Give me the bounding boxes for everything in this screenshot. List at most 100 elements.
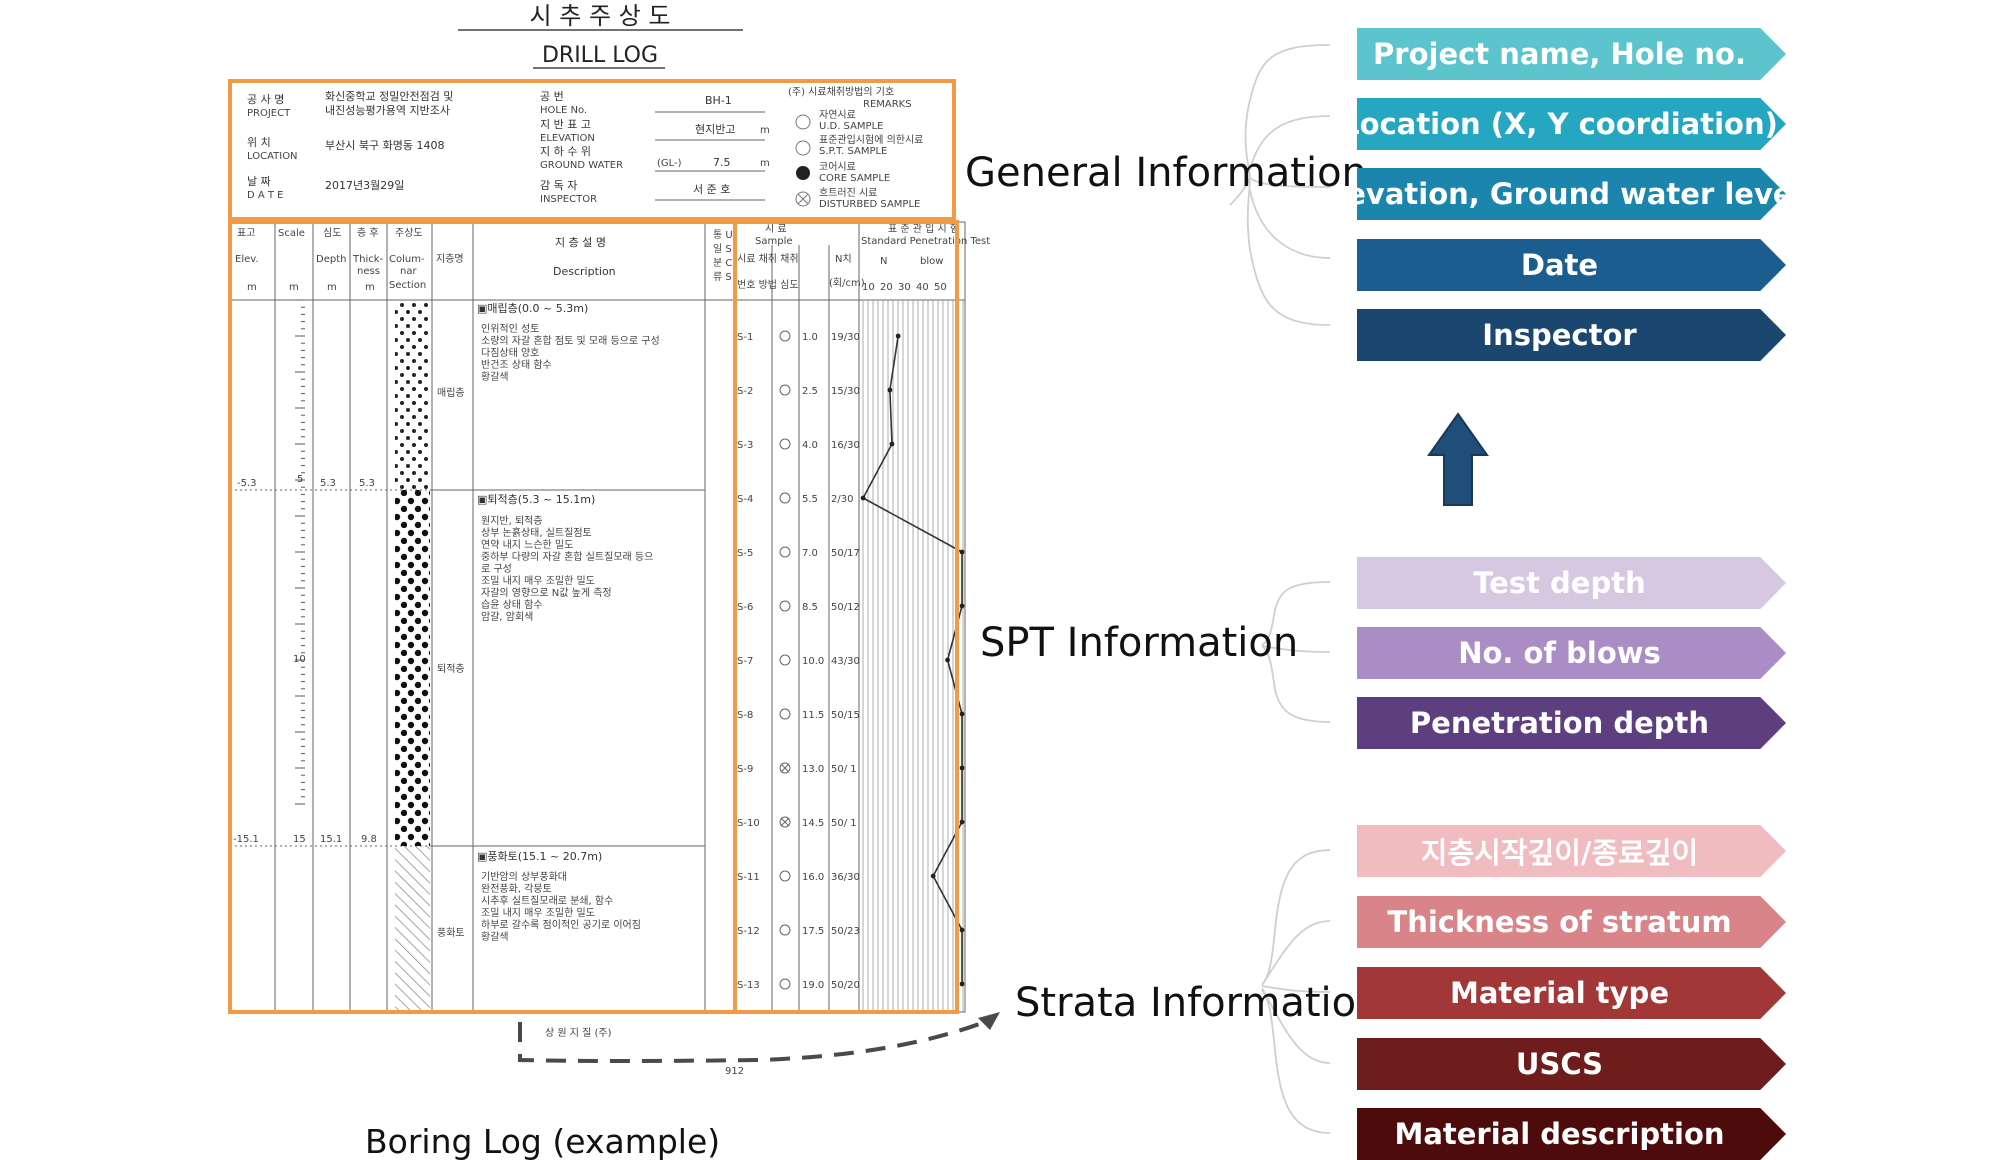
depth-scale-ruler (295, 299, 305, 805)
tag-material-type: Material type (1357, 967, 1786, 1019)
svg-text:조밀 내지 매우 조밀한 밀도: 조밀 내지 매우 조밀한 밀도 (481, 575, 595, 587)
stratum-3-name: 풍화토 (437, 927, 465, 939)
svg-text:통 U: 통 U (713, 229, 733, 241)
sample-n-value: 43/30 (831, 656, 860, 667)
sample-number: S-2 (737, 386, 753, 397)
svg-text:완전풍화, 각뭉토: 완전풍화, 각뭉토 (481, 883, 552, 895)
sample-depth: 16.0 (802, 872, 824, 883)
svg-text:m: m (760, 125, 770, 136)
svg-text:조밀 내지 매우 조밀한 밀도: 조밀 내지 매우 조밀한 밀도 (481, 907, 595, 919)
svg-text:표 준 관 입 시 험: 표 준 관 입 시 험 (888, 222, 959, 235)
svg-text:(GL-): (GL-) (657, 158, 682, 169)
svg-text:지 층 설 명: 지 층 설 명 (555, 236, 606, 249)
spt-point (930, 873, 936, 879)
sample-number: S-5 (737, 548, 753, 559)
sample-n-value: 16/30 (831, 440, 860, 451)
hole-value: BH-1 (705, 94, 732, 107)
spt-point (959, 711, 965, 717)
sample-number: S-12 (737, 926, 760, 937)
svg-text:Sample: Sample (755, 236, 793, 247)
svg-text:m: m (289, 282, 299, 293)
svg-text:m: m (365, 282, 375, 293)
svg-text:시료 채취 채취: 시료 채취 채취 (737, 253, 799, 265)
tag-test-depth: Test depth (1357, 557, 1786, 609)
svg-text:연약 내지 느슨한 밀도: 연약 내지 느슨한 밀도 (481, 539, 573, 551)
svg-text:류 S: 류 S (713, 271, 732, 283)
location-value: 부산시 북구 화명동 1408 (325, 139, 444, 152)
svg-text:감 독 자: 감 독 자 (540, 179, 577, 192)
spt-point (959, 819, 965, 825)
svg-text:Thick-: Thick- (352, 254, 384, 265)
svg-text:U.D. SAMPLE: U.D. SAMPLE (819, 121, 883, 132)
boring-log-sheet: 시 추 주 상 도 DRILL LOG 공 사 명 PROJECT 화신중학교 … (225, 0, 1000, 1095)
svg-text:m: m (760, 158, 770, 169)
svg-text:S.P.T. SAMPLE: S.P.T. SAMPLE (819, 146, 887, 157)
column-section-gravel (395, 490, 430, 846)
sample-method-icon (779, 546, 791, 558)
svg-text:상부 논흙상태, 실트질점토: 상부 논흙상태, 실트질점토 (481, 526, 592, 539)
svg-text:10: 10 (862, 282, 875, 293)
svg-text:INSPECTOR: INSPECTOR (540, 194, 597, 205)
svg-text:▣풍화토(15.1 ~ 20.7m): ▣풍화토(15.1 ~ 20.7m) (477, 850, 602, 863)
svg-text:Description: Description (553, 265, 616, 278)
sample-depth: 1.0 (802, 332, 818, 343)
sample-method-icon (779, 978, 791, 990)
svg-text:원지반, 퇴적층: 원지반, 퇴적층 (481, 515, 543, 527)
svg-text:(회/cm): (회/cm) (829, 277, 865, 289)
boring-log-caption: Boring Log (example) (365, 1122, 721, 1160)
svg-text:번호 방법 심도: 번호 방법 심도 (737, 279, 799, 291)
svg-text:황갈색: 황갈색 (481, 930, 509, 943)
tag-penetration-depth: Penetration depth (1357, 697, 1786, 749)
svg-text:blow: blow (920, 256, 943, 267)
spt-point (959, 927, 965, 933)
sample-method-icon (779, 438, 791, 450)
svg-text:m: m (247, 282, 257, 293)
sample-method-icon (779, 654, 791, 666)
sample-depth: 10.0 (802, 656, 824, 667)
sample-number: S-1 (737, 332, 753, 343)
svg-text:지 반 표 고: 지 반 표 고 (540, 118, 591, 131)
header-block: 공 사 명 PROJECT 화신중학교 정밀안전점검 및 내진성능평가용역 지반… (247, 86, 923, 210)
sample-depth: 17.5 (802, 926, 824, 937)
svg-text:중하부 다량의 자갈 혼합 실트질모래 등으: 중하부 다량의 자갈 혼합 실트질모래 등으 (481, 550, 653, 563)
stratum-2-elev: -15.1 (233, 834, 259, 845)
svg-text:Scale: Scale (278, 228, 305, 239)
up-arrow-icon (1427, 412, 1489, 506)
svg-text:Elev.: Elev. (235, 254, 259, 265)
sheet-title-en: DRILL LOG (542, 43, 658, 68)
sample-depth: 7.0 (802, 548, 818, 559)
sample-n-value: 36/30 (831, 872, 860, 883)
general-information-label: General Information (965, 150, 1367, 196)
scale-tick-5: 5 (297, 474, 303, 485)
svg-text:nar: nar (400, 266, 417, 277)
svg-text:REMARKS: REMARKS (863, 99, 912, 110)
spt-point (959, 765, 965, 771)
elevation-value: 현지반고 (695, 123, 735, 136)
column-headers: 표고 Elev. m Scale m 심도 Depth m 층 후 Thick-… (235, 222, 990, 293)
spt-point (889, 441, 895, 447)
sample-row: S-1 1.0 19/30 (737, 330, 860, 343)
tag-no-of-blows: No. of blows (1357, 627, 1786, 679)
svg-text:표준관입시험에 의한시료: 표준관입시험에 의한시료 (819, 133, 923, 146)
sample-method-icon (779, 492, 791, 504)
svg-text:흐트러진 시료: 흐트러진 시료 (819, 187, 877, 199)
spt-point (959, 981, 965, 987)
stratum-2-description: ▣퇴적층(5.3 ~ 15.1m) 원지반, 퇴적층 상부 논흙상태, 실트질점… (477, 493, 653, 623)
svg-text:Colum-: Colum- (389, 254, 425, 265)
svg-text:반건조 상태 함수: 반건조 상태 함수 (481, 359, 552, 371)
tag-thickness-of-stratum: Thickness of stratum (1357, 896, 1786, 948)
svg-text:시 료: 시 료 (765, 223, 787, 235)
svg-text:DISTURBED SAMPLE: DISTURBED SAMPLE (819, 199, 920, 210)
svg-text:하부로 갈수록 점이적인 공기로 이어짐: 하부로 갈수록 점이적인 공기로 이어짐 (481, 918, 641, 931)
sample-depth: 2.5 (802, 386, 818, 397)
svg-text:PROJECT: PROJECT (247, 108, 291, 119)
tag-date: Date (1357, 239, 1786, 291)
svg-text:30: 30 (898, 282, 911, 293)
scale-tick-15: 15 (293, 834, 306, 845)
sample-n-value: 19/30 (831, 332, 860, 343)
tag-location: Location (X, Y coordiation) (1357, 98, 1786, 150)
